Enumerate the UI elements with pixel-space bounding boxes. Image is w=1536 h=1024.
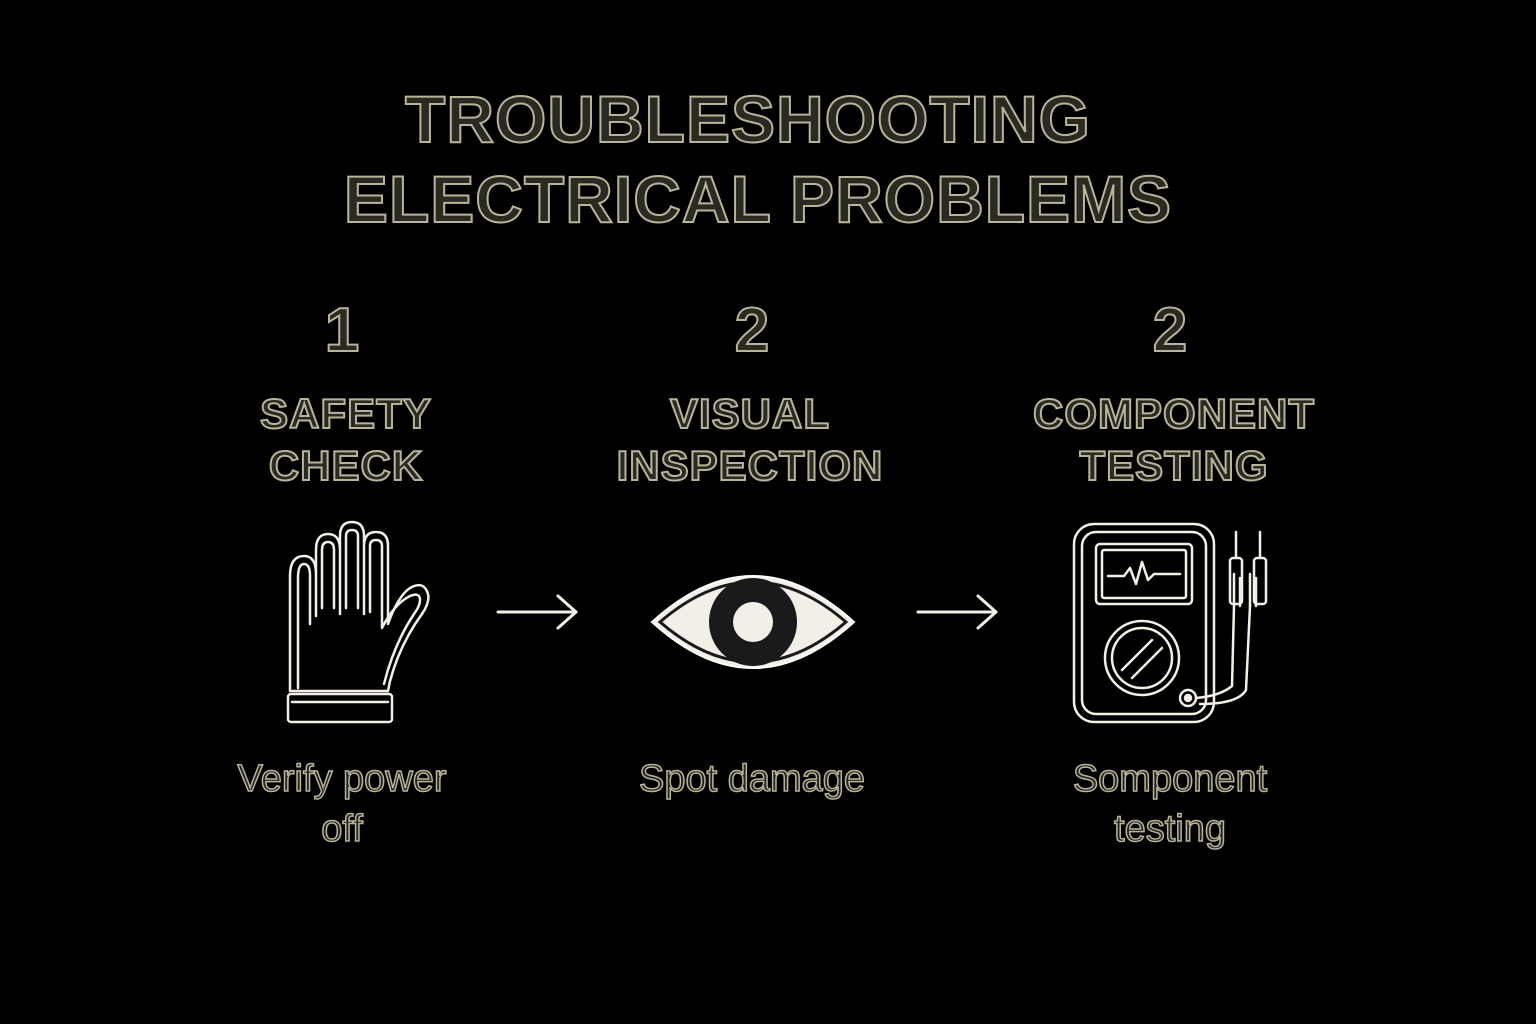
step-description-line-1: Verify power (237, 757, 448, 801)
step-description: Verify power off (192, 754, 492, 854)
step-description-line-1: Somponent (1072, 757, 1268, 801)
step-description-line-2: off (320, 807, 363, 851)
multimeter-icon (1072, 522, 1268, 724)
step-number: 1 (324, 295, 360, 366)
step-description: Spot damage (602, 754, 902, 804)
step-title-line-1: VISUAL (669, 389, 830, 438)
eye-icon (650, 575, 856, 669)
arrow-right-icon (496, 594, 578, 630)
step-title-line-1: SAFETY (259, 389, 432, 438)
step-description-line-2: testing (1113, 807, 1226, 851)
step-number: 2 (1152, 295, 1188, 366)
arrow-right-icon (916, 594, 998, 630)
step-title: VISUAL INSPECTION (570, 388, 930, 492)
step-description-line-1: Spot damage (638, 757, 866, 801)
step-title: COMPONENT TESTING (994, 388, 1354, 492)
step-title-line-2: INSPECTION (616, 441, 884, 490)
step-title-line-2: TESTING (1078, 441, 1269, 490)
title-line-2: ELECTRICAL PROBLEMS (343, 161, 1173, 237)
step-title-line-1: COMPONENT (1032, 389, 1315, 438)
title-line-1: TROUBLESHOOTING (404, 81, 1091, 157)
glove-icon (286, 520, 430, 724)
step-number: 2 (734, 295, 770, 366)
step-description: Somponent testing (1020, 754, 1320, 854)
step-title: SAFETY CHECK (166, 388, 526, 492)
step-title-line-2: CHECK (268, 441, 424, 490)
